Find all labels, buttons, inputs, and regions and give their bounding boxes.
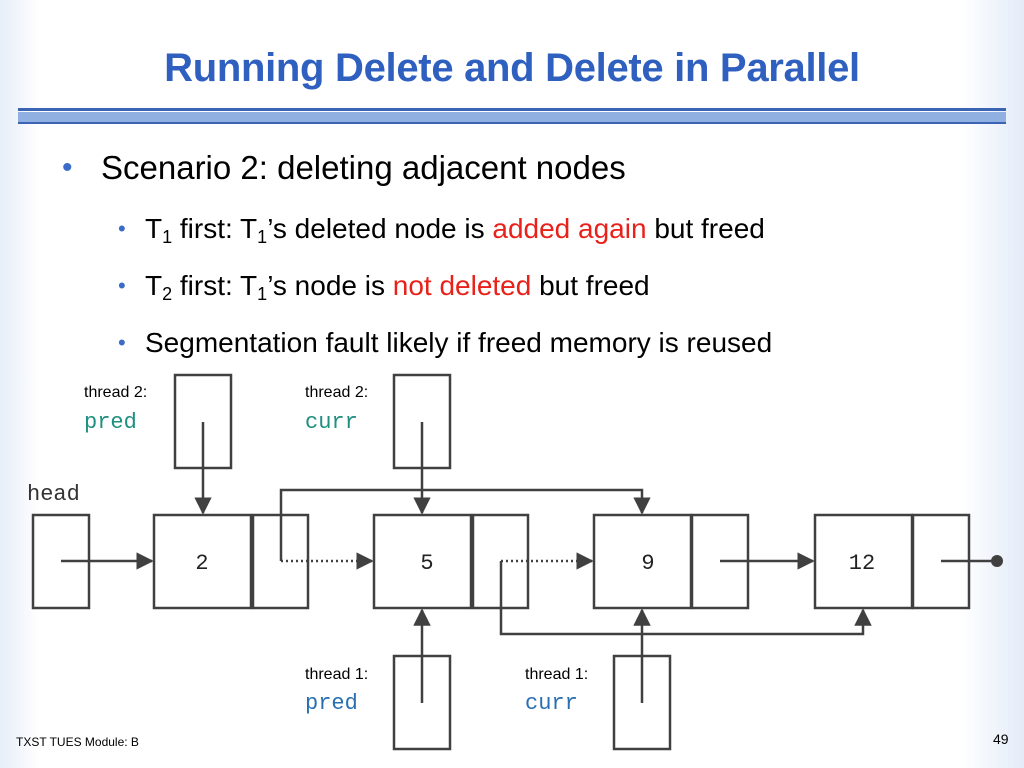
footer-text: TXST TUES Module: B <box>16 735 139 749</box>
node-2-new-next-arrow <box>279 488 651 561</box>
bullet-text: T2 first: T1’s node is not deleted but f… <box>145 270 650 304</box>
t2-pred-thread-label: thread 2: <box>84 384 147 401</box>
bullet-text: Scenario 2: deleting adjacent nodes <box>101 149 626 186</box>
bullet-text: T1 first: T1’s deleted node is added aga… <box>145 213 765 247</box>
t1-pred-name: pred <box>305 691 358 716</box>
title-rule <box>18 108 1006 124</box>
node-5-value: 5 <box>420 551 433 576</box>
node-5-value-box <box>372 513 473 610</box>
node-2-value: 2 <box>195 551 208 576</box>
t1-curr-name: curr <box>525 691 578 716</box>
bullet-text: Segmentation fault likely if freed memor… <box>145 327 773 358</box>
highlight-text: not deleted <box>392 270 532 301</box>
node-12-value: 12 <box>849 551 875 576</box>
slide-title: Running Delete and Delete in Parallel <box>164 46 860 90</box>
node-2-value-box <box>152 513 253 610</box>
t2-curr-thread-label: thread 2: <box>305 384 368 401</box>
t1-curr-thread-label: thread 1: <box>525 666 588 683</box>
null-terminator-dot <box>991 555 1003 567</box>
t1-pred-thread-label: thread 1: <box>305 666 368 683</box>
background-fade <box>0 0 40 768</box>
bullet-dot: • <box>62 151 73 184</box>
page-number: 49 <box>993 731 1009 747</box>
t2-curr-name: curr <box>305 410 358 435</box>
bullet-dot: • <box>118 273 126 298</box>
head-label: head <box>27 482 80 507</box>
bullet-dot: • <box>118 216 126 241</box>
node-9-value: 9 <box>641 551 654 576</box>
bullet-dot: • <box>118 330 126 355</box>
t2-pred-name: pred <box>84 410 137 435</box>
node-5-new-next-arrow <box>499 561 872 636</box>
highlight-text: added again <box>492 213 647 244</box>
